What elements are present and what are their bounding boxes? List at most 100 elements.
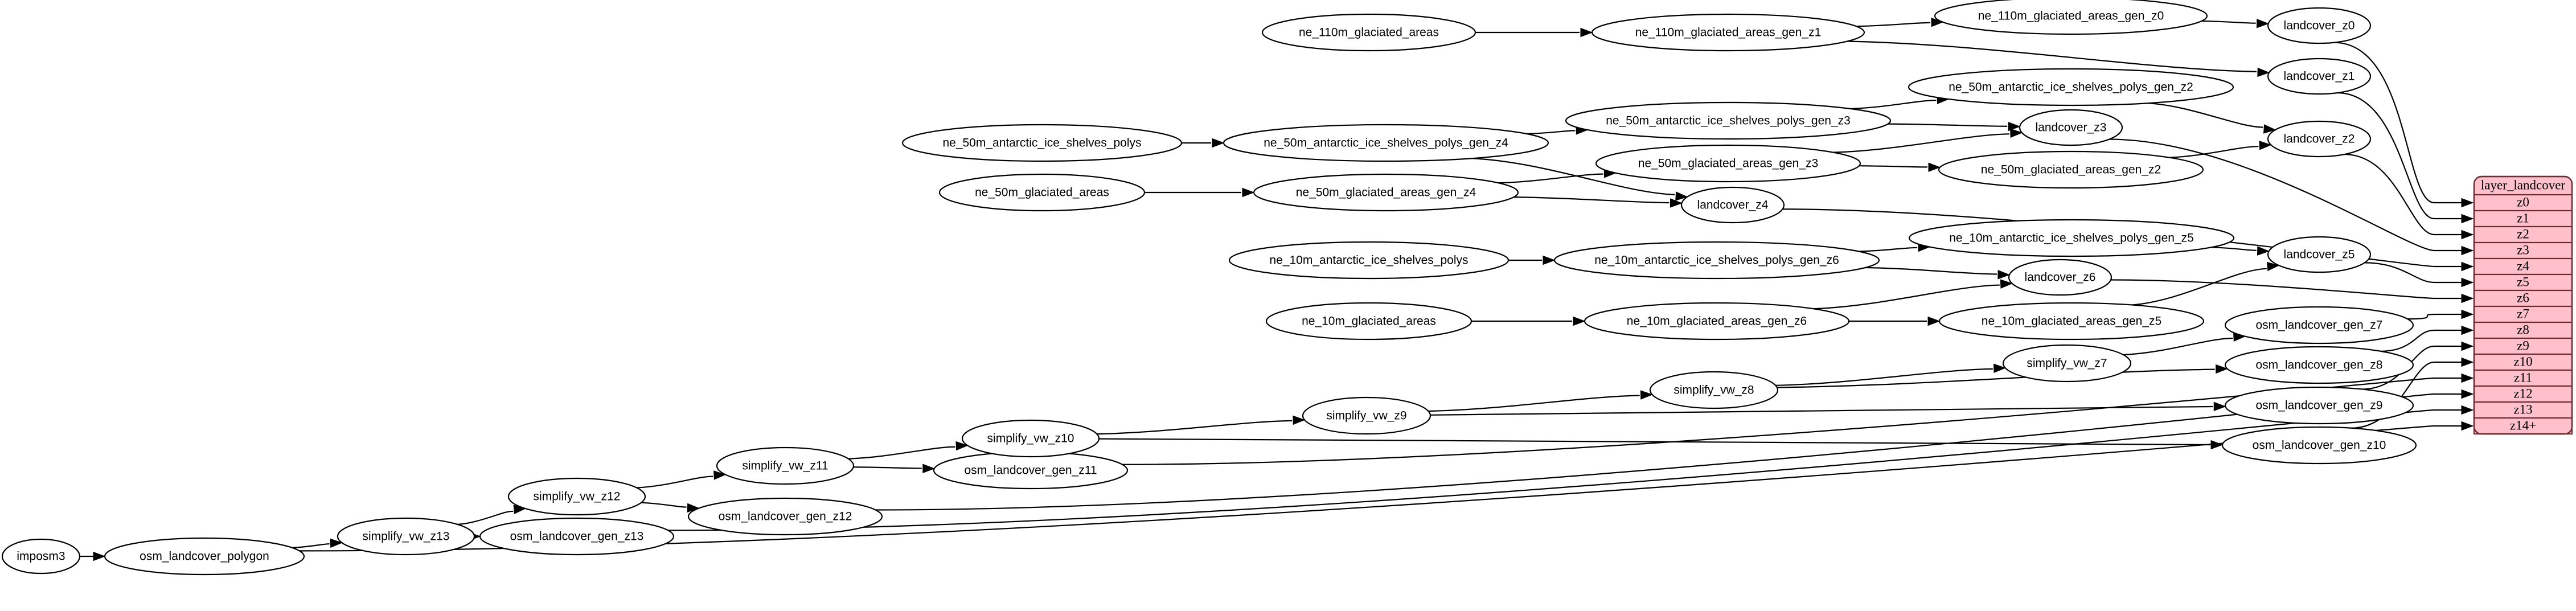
node-ellipse[interactable] [1680,186,1785,224]
node-ellipse[interactable] [2267,236,2372,273]
node-ellipse[interactable] [961,419,1100,458]
table-row-bg[interactable] [2473,417,2573,435]
graph-node[interactable]: landcover_z6 [2008,259,2113,296]
graph-node[interactable]: osm_landcover_polygon [104,537,305,576]
table-row-bg[interactable] [2473,289,2573,307]
node-ellipse[interactable] [1934,0,2208,35]
graph-node[interactable]: simplify_vw_z12 [507,477,646,516]
graph-node[interactable]: simplify_vw_z11 [716,446,855,485]
node-ellipse[interactable] [2267,120,2372,158]
node-ellipse[interactable] [2267,58,2372,95]
graph-node[interactable]: ne_110m_glaciated_areas [1261,13,1476,52]
edge [292,543,330,548]
node-ellipse[interactable] [2224,346,2414,384]
node-ellipse[interactable] [1938,302,2205,341]
table-row[interactable]: z4 [2473,257,2573,276]
graph-node[interactable]: osm_landcover_gen_z7 [2224,306,2414,345]
graph-node[interactable]: ne_110m_glaciated_areas_gen_z0 [1934,0,2208,35]
layer-landcover-table[interactable]: layer_landcoverz0z1z2z3z4z5z6z7z8z9z10z1… [2473,175,2573,435]
table-row[interactable]: z9 [2473,337,2573,355]
graph-node[interactable]: simplify_vw_z9 [1302,396,1431,435]
node-ellipse[interactable] [1908,68,2234,106]
node-ellipse[interactable] [479,517,675,556]
node-ellipse[interactable] [1265,302,1472,341]
graph-node[interactable]: ne_110m_glaciated_areas_gen_z1 [1591,13,1865,52]
node-ellipse[interactable] [901,124,1183,162]
graph-node[interactable]: ne_50m_antarctic_ice_shelves_polys_gen_z… [1223,124,1549,162]
table-row-bg[interactable] [2473,401,2573,419]
table-row[interactable]: z5 [2473,273,2573,292]
table-row[interactable]: z3 [2473,241,2573,260]
graph-node[interactable]: ne_50m_glaciated_areas_gen_z4 [1253,173,1519,212]
node-ellipse[interactable] [1649,371,1779,409]
node-ellipse[interactable] [1,538,81,575]
table-row[interactable]: z8 [2473,321,2573,339]
node-ellipse[interactable] [2019,109,2123,146]
node-ellipse[interactable] [1223,124,1549,162]
graph-node[interactable]: osm_landcover_gen_z11 [933,451,1129,490]
graph-node[interactable]: ne_50m_antarctic_ice_shelves_polys_gen_z… [1908,68,2234,106]
node-ellipse[interactable] [2008,259,2113,296]
node-ellipse[interactable] [938,173,1146,212]
graph-node[interactable]: simplify_vw_z7 [2002,344,2132,383]
node-ellipse[interactable] [1908,219,2235,257]
node-ellipse[interactable] [716,446,855,485]
node-ellipse[interactable] [1591,13,1865,52]
node-ellipse[interactable] [2002,344,2132,383]
graph-node[interactable]: ne_50m_antarctic_ice_shelves_polys_gen_z… [1565,101,1892,140]
table-row[interactable]: z11 [2473,369,2573,387]
graph-node[interactable]: ne_10m_glaciated_areas_gen_z6 [1584,302,1850,341]
graph-node[interactable]: ne_50m_antarctic_ice_shelves_polys [901,124,1183,162]
graph-node[interactable]: ne_50m_glaciated_areas [938,173,1146,212]
node-ellipse[interactable] [337,517,475,556]
table-row[interactable]: z14+ [2473,417,2573,435]
graph-node[interactable]: imposm3 [1,538,81,575]
graph-node[interactable]: osm_landcover_gen_z12 [687,497,883,536]
table-row[interactable]: z2 [2473,225,2573,244]
graph-node[interactable]: landcover_z1 [2267,58,2372,95]
table-row[interactable]: z6 [2473,289,2573,307]
graph-node[interactable]: osm_landcover_gen_z13 [479,517,675,556]
table-row[interactable]: z12 [2473,385,2573,403]
table-row[interactable]: z13 [2473,401,2573,419]
graph-node[interactable]: landcover_z0 [2267,7,2372,44]
node-ellipse[interactable] [2221,426,2417,465]
graph-node[interactable]: ne_10m_glaciated_areas [1265,302,1472,341]
table-row-bg[interactable] [2473,353,2573,371]
node-ellipse[interactable] [1565,101,1892,140]
node-ellipse[interactable] [104,537,305,576]
graph-node[interactable]: ne_10m_antarctic_ice_shelves_polys [1228,241,1509,280]
node-ellipse[interactable] [1302,396,1431,435]
node-ellipse[interactable] [2224,386,2414,425]
node-ellipse[interactable] [1261,13,1476,52]
graph-node[interactable]: landcover_z2 [2267,120,2372,158]
node-ellipse[interactable] [2267,7,2372,44]
graph-node[interactable]: osm_landcover_gen_z10 [2221,426,2417,465]
node-ellipse[interactable] [1228,241,1509,280]
node-ellipse[interactable] [2224,306,2414,345]
node-ellipse[interactable] [507,477,646,516]
graph-node[interactable]: ne_10m_antarctic_ice_shelves_polys_gen_z… [1908,219,2235,257]
table-row[interactable]: z10 [2473,353,2573,371]
graph-node[interactable]: landcover_z4 [1680,186,1785,224]
graph-node[interactable]: osm_landcover_gen_z9 [2224,386,2414,425]
graph-node[interactable]: landcover_z5 [2267,236,2372,273]
graph-node[interactable]: ne_50m_glaciated_areas_gen_z3 [1595,144,1861,183]
node-ellipse[interactable] [687,497,883,536]
graph-node[interactable]: ne_50m_glaciated_areas_gen_z2 [1938,150,2204,189]
table-row[interactable]: z7 [2473,305,2573,323]
node-ellipse[interactable] [1253,173,1519,212]
node-ellipse[interactable] [1595,144,1861,183]
graph-node[interactable]: simplify_vw_z13 [337,517,475,556]
graph-node[interactable]: osm_landcover_gen_z8 [2224,346,2414,384]
graph-node[interactable]: simplify_vw_z8 [1649,371,1779,409]
table-row[interactable]: z1 [2473,210,2573,228]
graph-node[interactable]: simplify_vw_z10 [961,419,1100,458]
table-row[interactable]: z0 [2473,194,2573,212]
node-ellipse[interactable] [1553,241,1880,280]
node-ellipse[interactable] [1584,302,1850,341]
node-ellipse[interactable] [1938,150,2204,189]
graph-node[interactable]: landcover_z3 [2019,109,2123,146]
graph-node[interactable]: ne_10m_glaciated_areas_gen_z5 [1938,302,2205,341]
graph-node[interactable]: ne_10m_antarctic_ice_shelves_polys_gen_z… [1553,241,1880,280]
